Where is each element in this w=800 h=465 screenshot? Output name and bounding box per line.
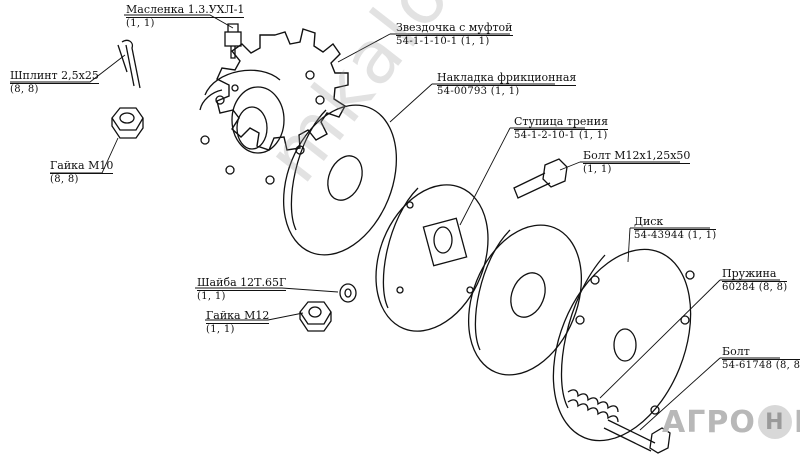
label-bolt-code: 54-61748 (8, 8) xyxy=(722,360,800,371)
sprocket-part xyxy=(199,28,349,185)
long-bolt-part xyxy=(603,419,671,454)
label-gaika-m12: Гайка М12 (1, 1) xyxy=(206,309,270,336)
label-disk: Диск 54-43944 (1, 1) xyxy=(634,216,717,242)
label-pruzhina: Пружина 60284 (8, 8) xyxy=(722,268,788,294)
friction-lining-2-part xyxy=(467,224,583,376)
label-disk-title: Диск xyxy=(634,216,717,230)
label-bolt-m12-title: Болт М12х1,25х50 xyxy=(583,149,691,164)
label-bolt-m12: Болт М12х1,25х50 (1, 1) xyxy=(583,149,691,176)
logo-mid-text: Н xyxy=(765,409,785,435)
logo-badge: Н xyxy=(757,405,792,439)
friction-lining-part xyxy=(282,104,398,256)
disk-part xyxy=(552,248,695,442)
label-maslenka-code: (1, 1) xyxy=(126,18,155,29)
nut-m12-part xyxy=(299,301,332,332)
logo-right-text: КА xyxy=(794,405,800,440)
label-zvezdochka-title: Звездочка с муфтой xyxy=(396,21,513,36)
label-nakladka-title: Накладка фрикционная xyxy=(437,71,577,86)
label-gaika-m12-code: (1, 1) xyxy=(206,324,235,335)
bolt-m12-part xyxy=(513,158,568,199)
cotter-pin-part xyxy=(117,39,141,89)
nut-m10-part xyxy=(111,107,144,139)
label-bolt-title: Болт xyxy=(722,346,800,360)
agronka-logo: АГРО Н КА xyxy=(662,402,800,442)
label-gaika-m10-code: (8, 8) xyxy=(50,174,79,185)
grease-fitting-part xyxy=(224,23,242,59)
label-stupica: Ступица трения 54-1-2-10-1 (1, 1) xyxy=(514,115,609,142)
label-nakladka: Накладка фрикционная 54-00793 (1, 1) xyxy=(437,71,577,98)
label-stupica-title: Ступица трения xyxy=(514,115,609,130)
label-shaiba-title: Шайба 12Т.65Г xyxy=(197,276,287,291)
label-bolt: Болт 54-61748 (8, 8) xyxy=(722,346,800,372)
label-shplint-code: (8, 8) xyxy=(10,84,39,95)
label-shaiba-code: (1, 1) xyxy=(197,291,226,302)
label-bolt-m12-code: (1, 1) xyxy=(583,164,612,175)
label-maslenka: Масленка 1.3.УХЛ-1 (1, 1) xyxy=(126,3,245,30)
label-stupica-code: 54-1-2-10-1 (1, 1) xyxy=(514,130,608,141)
friction-hub-part xyxy=(375,184,489,332)
label-maslenka-title: Масленка 1.3.УХЛ-1 xyxy=(126,3,245,18)
washer-part xyxy=(339,283,357,303)
label-gaika-m10: Гайка М10 (8, 8) xyxy=(50,159,114,186)
spring-part xyxy=(567,389,619,423)
label-gaika-m10-title: Гайка М10 xyxy=(50,159,114,174)
label-pruzhina-title: Пружина xyxy=(722,268,788,282)
label-shaiba: Шайба 12Т.65Г (1, 1) xyxy=(197,276,287,303)
label-shplint-title: Шплинт 2,5х25 xyxy=(10,69,99,84)
logo-left-text: АГРО xyxy=(662,404,756,440)
leader-lines xyxy=(10,14,780,431)
label-disk-code: 54-43944 (1, 1) xyxy=(634,230,717,241)
label-pruzhina-code: 60284 (8, 8) xyxy=(722,282,788,293)
label-shplint: Шплинт 2,5х25 (8, 8) xyxy=(10,70,99,96)
label-zvezdochka-code: 54-1-1-10-1 (1, 1) xyxy=(396,36,490,47)
label-zvezdochka: Звездочка с муфтой 54-1-1-10-1 (1, 1) xyxy=(396,22,513,48)
label-gaika-m12-title: Гайка М12 xyxy=(206,309,270,324)
label-nakladka-code: 54-00793 (1, 1) xyxy=(437,86,520,97)
